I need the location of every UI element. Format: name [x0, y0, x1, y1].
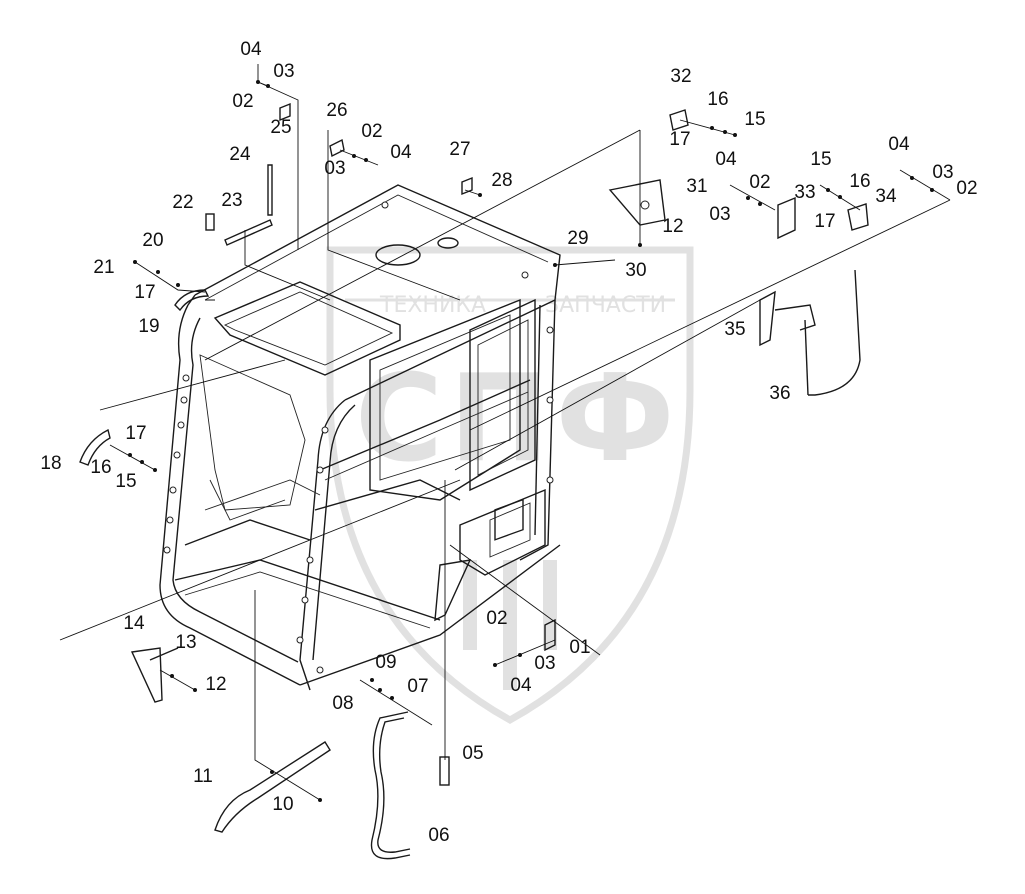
callout-36: 36 [769, 383, 790, 404]
callout-17: 17 [125, 423, 146, 444]
callout-20: 20 [142, 230, 163, 251]
callout-05: 05 [462, 743, 483, 764]
part-34-latch [847, 203, 869, 231]
part-18-curve [79, 428, 111, 466]
callout-17: 17 [134, 282, 155, 303]
callout-03: 03 [324, 158, 345, 179]
part-05-plate [439, 756, 450, 786]
callout-27: 27 [449, 139, 470, 160]
watermark-text-1: ТЕХНИКА [379, 293, 486, 318]
leader-lines [59, 64, 951, 801]
callout-21: 21 [93, 257, 114, 278]
callout-04: 04 [715, 149, 737, 170]
part-33-plate [777, 196, 796, 240]
callout-32: 32 [670, 66, 691, 87]
part-23-bar [224, 219, 273, 246]
callout-06: 06 [428, 825, 449, 846]
callout-12: 12 [205, 674, 226, 695]
callout-02: 02 [486, 608, 507, 629]
watermark-text-2: ЗАПЧАСТИ [545, 293, 666, 318]
part-22-block [205, 213, 215, 231]
part-26-bracket [329, 138, 345, 158]
callout-07: 07 [407, 676, 428, 697]
part-14-hinge [130, 647, 163, 703]
part-24-strip [267, 164, 273, 216]
callout-03: 03 [273, 61, 294, 82]
part-19-handle [174, 289, 210, 312]
callout-30: 30 [625, 260, 646, 281]
callout-16: 16 [707, 89, 728, 110]
callout-04: 04 [390, 142, 412, 163]
callout-02: 02 [749, 172, 770, 193]
callout-04: 04 [888, 134, 910, 155]
callout-02: 02 [956, 178, 977, 199]
callout-02: 02 [232, 91, 253, 112]
callout-16: 16 [849, 171, 870, 192]
callout-17: 17 [814, 211, 835, 232]
callout-28: 28 [491, 170, 512, 191]
callout-35: 35 [724, 319, 745, 340]
callout-23: 23 [221, 190, 242, 211]
callout-08: 08 [332, 693, 353, 714]
callout-03: 03 [709, 204, 730, 225]
callout-16: 16 [90, 457, 111, 478]
callout-15: 15 [115, 471, 136, 492]
watermark-letters: СПФ [355, 350, 681, 489]
loose-parts [79, 102, 869, 860]
callout-01: 01 [569, 637, 590, 658]
part-35-latch [759, 290, 776, 347]
part-32-bracket [669, 109, 689, 131]
part-36-cable [808, 269, 861, 396]
callout-25: 25 [270, 117, 291, 138]
callout-24: 24 [229, 144, 251, 165]
callout-03: 03 [932, 162, 953, 183]
part-11-bracket [214, 741, 331, 833]
callout-17: 17 [669, 129, 690, 150]
callout-14: 14 [123, 613, 145, 634]
callout-15: 15 [744, 109, 765, 130]
part-27-bracket [461, 176, 473, 196]
part-31-plate [608, 179, 666, 226]
part-25-bracket [279, 102, 291, 122]
callout-04: 04 [510, 675, 532, 696]
callout-02: 02 [361, 121, 382, 142]
callout-10: 10 [272, 794, 293, 815]
part-01-bracket [544, 618, 556, 652]
callout-19: 19 [138, 316, 159, 337]
callout-13: 13 [175, 632, 196, 653]
callout-29: 29 [567, 228, 588, 249]
part-06-pipe [370, 711, 411, 860]
callout-31: 31 [686, 176, 707, 197]
callout-11: 11 [193, 766, 213, 787]
callout-26: 26 [326, 100, 347, 121]
callout-22: 22 [172, 192, 193, 213]
callout-09: 09 [375, 652, 396, 673]
watermark-logo: ТЕХНИКА ЗАПЧАСТИ СПФ [326, 246, 694, 725]
fastener-dots [128, 80, 934, 802]
callout-03: 03 [534, 653, 555, 674]
callout-12: 12 [662, 216, 683, 237]
callout-34: 34 [875, 186, 897, 207]
callout-33: 33 [794, 182, 815, 203]
callout-04: 04 [240, 39, 262, 60]
callout-15: 15 [810, 149, 831, 170]
callout-18: 18 [40, 453, 61, 474]
